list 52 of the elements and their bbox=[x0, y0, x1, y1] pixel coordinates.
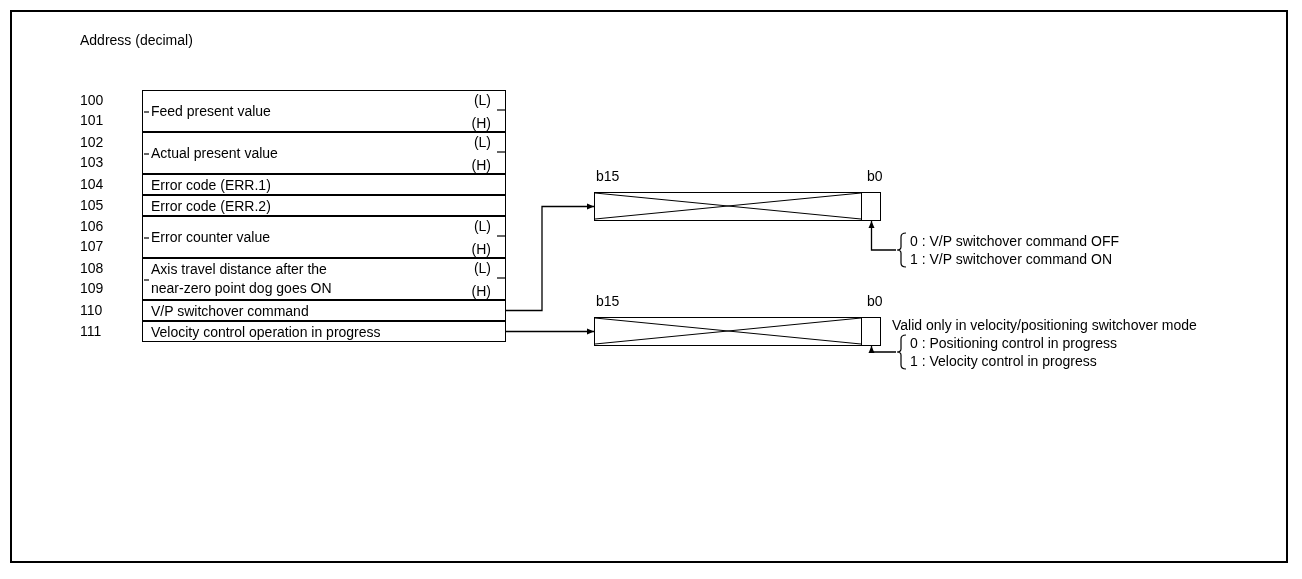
word-part-label: (H) bbox=[471, 283, 491, 299]
address-number: 103 bbox=[80, 154, 104, 170]
address-number: 102 bbox=[80, 134, 104, 150]
bit-label: b0 bbox=[867, 168, 883, 184]
bit-state-text: 1 : V/P switchover command ON bbox=[910, 250, 1114, 268]
arrow bbox=[505, 203, 595, 312]
word-part-label: (H) bbox=[471, 241, 491, 257]
word-part-label: (L) bbox=[473, 218, 491, 234]
word-part-label: (L) bbox=[473, 260, 491, 276]
row-text: V/P switchover command bbox=[151, 301, 309, 320]
memory-row bbox=[142, 132, 506, 174]
address-number: 100 bbox=[80, 92, 104, 108]
row-text: Error counter value bbox=[151, 227, 271, 247]
register-bar bbox=[594, 317, 881, 346]
address-number: 107 bbox=[80, 238, 104, 254]
word-part-label: (L) bbox=[473, 134, 491, 150]
address-number: 110 bbox=[80, 301, 103, 318]
bit-label: b15 bbox=[596, 293, 620, 309]
word-part-label: (H) bbox=[471, 157, 491, 173]
row-text: Actual present value bbox=[151, 143, 278, 163]
address-number: 104 bbox=[80, 175, 104, 192]
address-number: 101 bbox=[80, 112, 104, 128]
row-text: Axis travel distance after the near-zero point dog goes ON bbox=[151, 260, 333, 298]
word-part-label: (L) bbox=[473, 92, 491, 108]
bit-state-text: 0 : V/P switchover command OFF bbox=[910, 232, 1120, 250]
row-text: Feed present value bbox=[151, 101, 271, 121]
memory-row bbox=[142, 174, 506, 195]
bit-label: b15 bbox=[596, 168, 620, 184]
arrow bbox=[868, 345, 897, 353]
row-text: Error code (ERR.2) bbox=[151, 196, 271, 215]
word-part-label: (H) bbox=[471, 115, 491, 131]
memory-row bbox=[142, 300, 506, 321]
row-text: Velocity control operation in progress bbox=[151, 322, 381, 341]
register-bar bbox=[594, 192, 881, 221]
arrow bbox=[505, 328, 595, 335]
memory-row bbox=[142, 195, 506, 216]
memory-row bbox=[142, 258, 506, 300]
address-number: 105 bbox=[80, 196, 104, 213]
bit-state-text: 0 : Positioning control in progress bbox=[910, 334, 1118, 352]
address-number: 109 bbox=[80, 280, 104, 296]
memory-row bbox=[142, 321, 506, 342]
address-number: 106 bbox=[80, 218, 104, 234]
memory-row bbox=[142, 216, 506, 258]
memory-row bbox=[142, 90, 506, 132]
heading: Address (decimal) bbox=[80, 32, 193, 48]
bit-state-text: 1 : Velocity control in progress bbox=[910, 352, 1098, 370]
note-text: Valid only in velocity/positioning switchover mode bbox=[892, 316, 1197, 334]
address-number: 108 bbox=[80, 260, 104, 276]
address-number: 111 bbox=[80, 322, 102, 339]
arrow bbox=[868, 220, 897, 251]
bit-label: b0 bbox=[867, 293, 883, 309]
row-text: Error code (ERR.1) bbox=[151, 175, 271, 194]
